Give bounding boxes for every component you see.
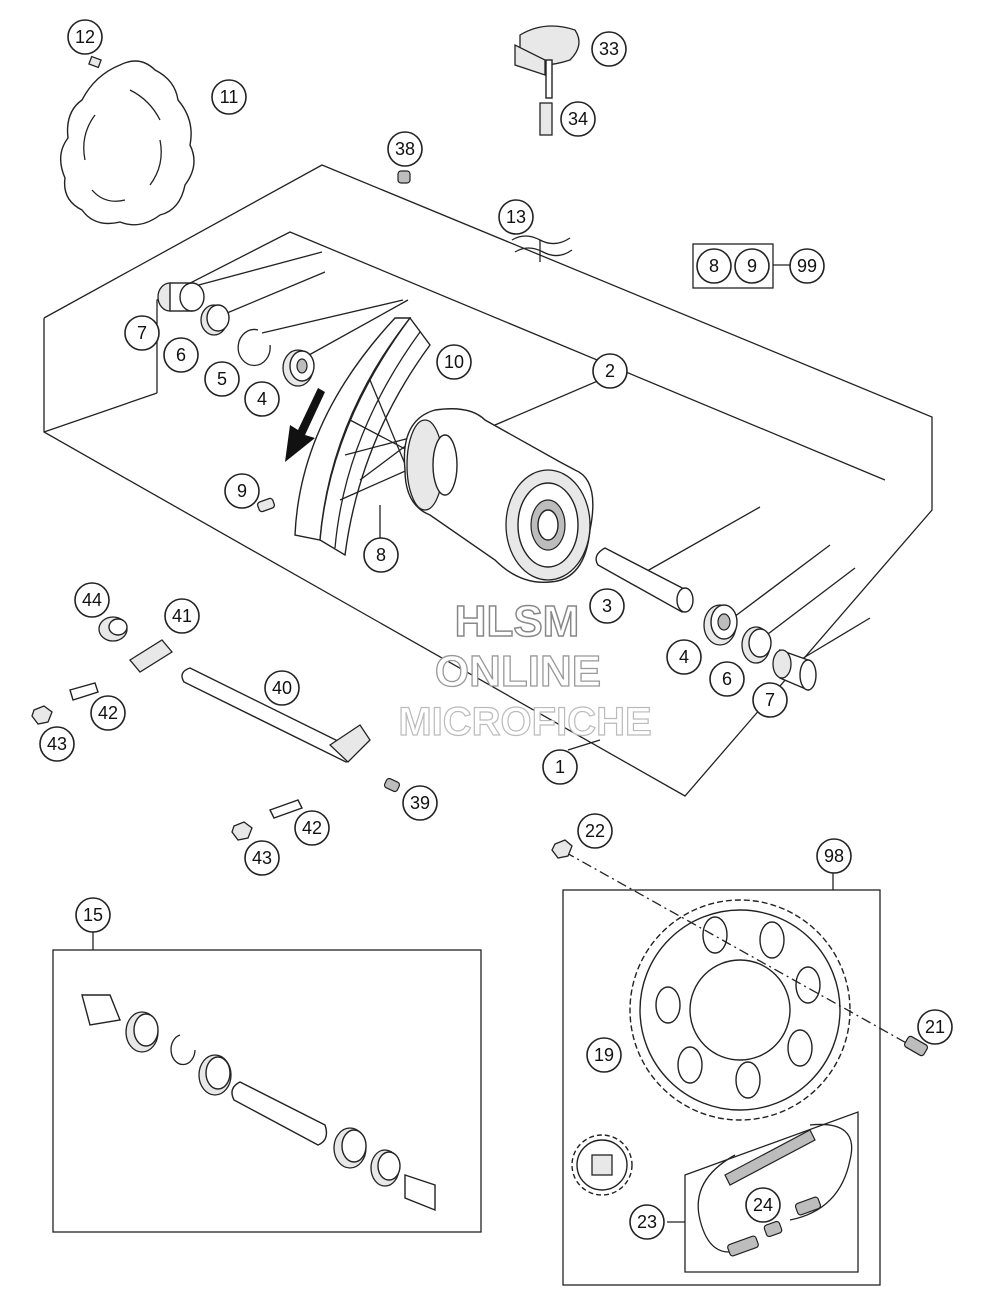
callout-22: 22: [577, 813, 613, 849]
svg-text:7: 7: [137, 323, 147, 343]
svg-text:9: 9: [237, 481, 247, 501]
svg-text:33: 33: [599, 39, 619, 59]
callout-5: 5: [204, 361, 240, 397]
callout-24: 24: [745, 1187, 781, 1223]
callout-44: 44: [74, 582, 110, 618]
valve-cap-part: [397, 170, 411, 184]
callout-98: 98: [816, 838, 852, 874]
callout-43-bottom: 43: [244, 840, 280, 876]
svg-text:39: 39: [410, 793, 430, 813]
front-sprocket-part: [571, 1134, 633, 1196]
callout-43-top: 43: [39, 726, 75, 762]
callout-10: 10: [436, 344, 472, 380]
callout-9-kit: 9: [734, 248, 770, 284]
svg-text:8: 8: [376, 545, 386, 565]
callout-3: 3: [589, 588, 625, 624]
svg-text:42: 42: [98, 703, 118, 723]
svg-text:13: 13: [506, 207, 526, 227]
callout-7-right: 7: [752, 682, 788, 718]
svg-text:10: 10: [444, 352, 464, 372]
callout-6-left: 6: [163, 337, 199, 373]
sprocket-kit-frame: [562, 873, 881, 1286]
svg-text:4: 4: [257, 389, 267, 409]
spoke-nipple-part: [256, 497, 276, 513]
svg-text:34: 34: [568, 109, 588, 129]
callout-39: 39: [402, 785, 438, 821]
callout-38: 38: [387, 131, 423, 167]
svg-text:12: 12: [75, 27, 95, 47]
rear-sprocket-part: [629, 899, 851, 1121]
svg-text:3: 3: [602, 596, 612, 616]
callout-19: 19: [586, 1037, 622, 1073]
svg-text:5: 5: [217, 369, 227, 389]
callout-12: 12: [67, 19, 103, 55]
svg-text:22: 22: [585, 821, 605, 841]
svg-text:6: 6: [722, 669, 732, 689]
callout-33: 33: [591, 31, 627, 67]
svg-text:6: 6: [176, 345, 186, 365]
callout-23: 23: [629, 1204, 665, 1240]
watermark: HLSM ONLINE MICROFICHE: [398, 596, 653, 744]
callout-8-kit: 8: [696, 248, 732, 284]
svg-text:38: 38: [395, 139, 415, 159]
callout-42-top: 42: [90, 695, 126, 731]
callout-99: 99: [789, 248, 825, 284]
callout-2: 2: [592, 353, 628, 389]
wheel-hub-part: [403, 408, 594, 584]
callout-34: 34: [560, 101, 596, 137]
svg-text:11: 11: [220, 87, 239, 107]
sprocket-nut-part: [551, 839, 573, 859]
rim-tape-part: [511, 235, 573, 262]
svg-text:23: 23: [637, 1212, 657, 1232]
right-bearing-parts: [595, 547, 817, 692]
valve-tool-part: [514, 25, 580, 136]
callout-15: 15: [75, 897, 111, 933]
svg-text:42: 42: [302, 818, 322, 838]
callout-6-right: 6: [709, 661, 745, 697]
sprocket-bolt-part: [903, 1035, 929, 1057]
chain-kit-frame: [667, 1111, 859, 1273]
svg-text:4: 4: [679, 647, 689, 667]
callout-8: 8: [363, 537, 399, 573]
watermark-line-3: MICROFICHE: [398, 700, 651, 744]
leader-lines: [179, 251, 871, 751]
brake-disc-part: [60, 55, 195, 226]
svg-text:7: 7: [765, 690, 775, 710]
callout-42-bottom: 42: [294, 810, 330, 846]
svg-text:19: 19: [594, 1045, 614, 1065]
svg-text:99: 99: [797, 256, 817, 276]
svg-text:9: 9: [747, 256, 757, 276]
svg-text:21: 21: [925, 1017, 945, 1037]
callout-1: 1: [542, 749, 578, 785]
svg-text:40: 40: [272, 678, 292, 698]
kit-box: [692, 243, 774, 289]
callout-4-left: 4: [244, 381, 280, 417]
callout-11: 11: [211, 79, 247, 115]
svg-text:1: 1: [555, 757, 565, 777]
axle-parts: [31, 616, 401, 841]
svg-text:8: 8: [709, 256, 719, 276]
callout-4-right: 4: [666, 639, 702, 675]
callout-9: 9: [224, 473, 260, 509]
callout-13: 13: [498, 199, 534, 235]
hub-kit-frame: [52, 930, 482, 1233]
svg-text:24: 24: [753, 1195, 773, 1215]
left-bearing-parts: [157, 282, 315, 387]
svg-text:44: 44: [82, 590, 102, 610]
callout-41: 41: [164, 598, 200, 634]
svg-text:43: 43: [252, 848, 272, 868]
svg-text:15: 15: [83, 905, 103, 925]
callout-40: 40: [264, 670, 300, 706]
watermark-line-2: ONLINE: [435, 647, 601, 696]
wheel-assembly-frame: [43, 164, 933, 797]
callout-7-left: 7: [124, 315, 160, 351]
svg-text:2: 2: [605, 361, 615, 381]
callout-21: 21: [917, 1009, 953, 1045]
rotation-arrow-icon: [285, 388, 325, 462]
watermark-line-1: HLSM: [455, 597, 580, 646]
svg-text:41: 41: [172, 606, 192, 626]
svg-text:98: 98: [824, 846, 844, 866]
svg-text:43: 43: [47, 734, 67, 754]
